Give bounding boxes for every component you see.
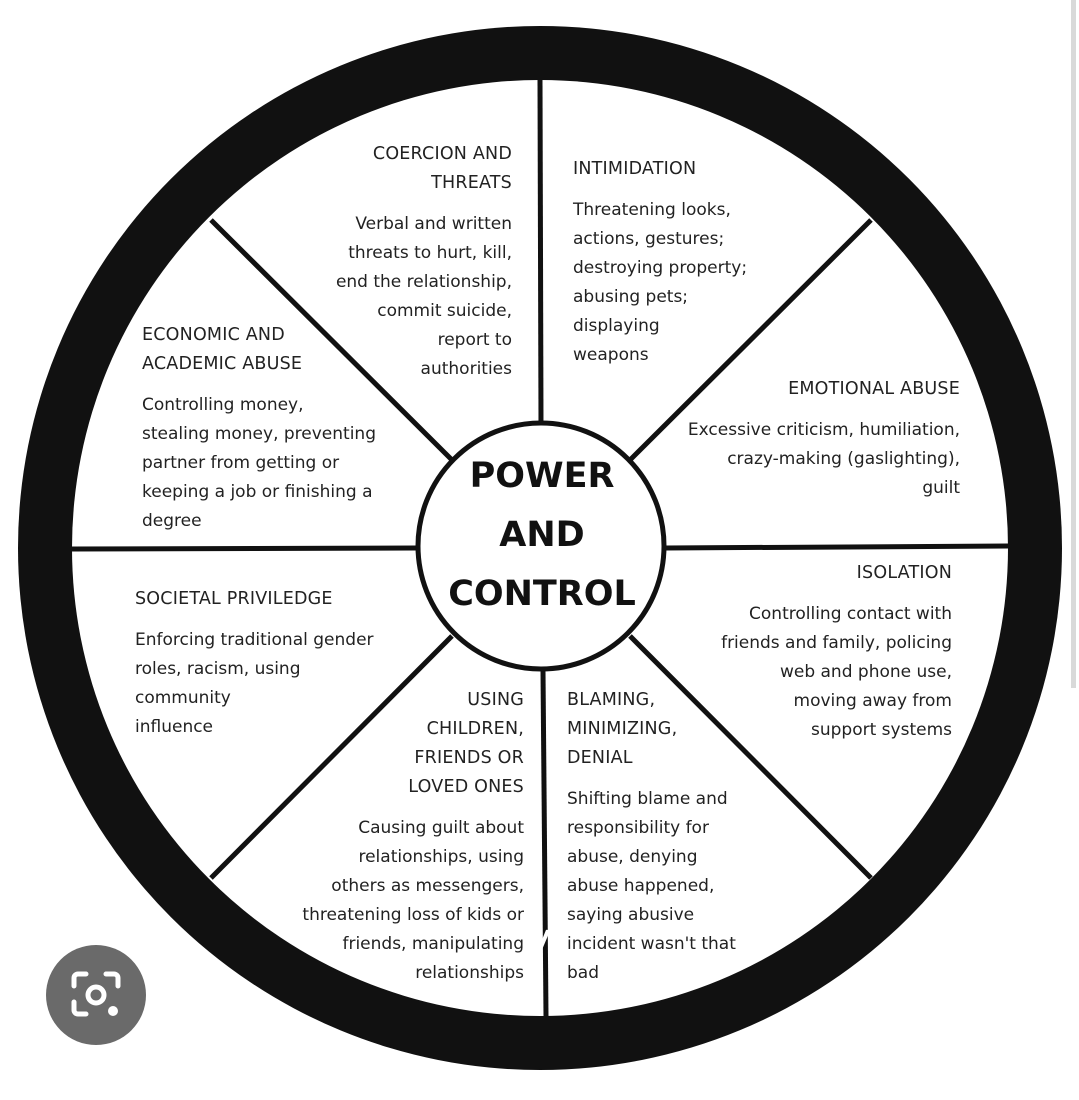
section-body-line: friends, manipulating [342, 934, 524, 954]
section-body-line: stealing money, preventing [142, 424, 376, 444]
hub-circle [415, 420, 667, 672]
section-body-line: abuse happened, [567, 876, 715, 896]
hub-title-line: POWER [469, 456, 615, 496]
spoke-left [71, 545, 417, 552]
section-intimidation: INTIMIDATION Threatening looks, actions,… [573, 155, 813, 370]
section-societal: SOCIETAL PRIVILEDGE Enforcing traditiona… [135, 585, 415, 742]
section-children: USING CHILDREN, FRIENDS OR LOVED ONES Ca… [270, 686, 524, 988]
section-heading: COERCION AND [372, 144, 512, 164]
section-body-line: authorities [420, 359, 512, 379]
section-heading: DENIAL [567, 748, 633, 768]
section-emotional: EMOTIONAL ABUSE Excessive criticism, hum… [660, 375, 960, 503]
section-body-line: Controlling contact with [749, 604, 952, 624]
section-body-line: Verbal and written [355, 214, 512, 234]
section-body-line: report to [437, 330, 512, 350]
section-body-line: abusing pets; [573, 287, 689, 307]
section-body-line: relationships [415, 963, 524, 983]
section-heading: THREATS [431, 173, 512, 193]
section-body-line: threatening loss of kids or [302, 905, 524, 925]
spokes [71, 79, 1009, 1017]
section-body-line: partner from getting or [142, 453, 340, 473]
section-body-line: Controlling money, [142, 395, 304, 415]
section-isolation: ISOLATION Controlling contact with frien… [680, 559, 952, 745]
section-body-line: Causing guilt about [358, 818, 524, 838]
section-body-line: responsibility for [567, 818, 709, 838]
spoke-top [537, 79, 544, 426]
spoke-bottom [540, 670, 549, 1017]
section-body-line: community [135, 688, 231, 708]
section-heading: ECONOMIC AND [142, 325, 285, 345]
section-heading: LOVED ONES [408, 777, 524, 797]
section-body-line: degree [142, 511, 202, 531]
spoke-right [665, 543, 1009, 551]
section-body-line: incident wasn't that [567, 934, 736, 954]
section-body-line: influence [135, 717, 214, 737]
section-heading: SOCIETAL PRIVILEDGE [135, 589, 333, 609]
section-body-line: keeping a job or finishing a [142, 482, 373, 502]
section-body-line: moving away from [793, 691, 952, 711]
section-body-line: Threatening looks, [573, 200, 731, 220]
section-heading: MINIMIZING, [567, 719, 678, 739]
section-body-line: others as messengers, [331, 876, 524, 896]
lens-search-button[interactable] [46, 945, 146, 1045]
section-body-line: abuse, denying [567, 847, 698, 867]
spoke-bottom-right [628, 634, 873, 880]
section-body-line: Shifting blame and [567, 789, 728, 809]
spoke-top-right [628, 218, 873, 462]
hub-title-line: CONTROL [448, 574, 636, 614]
section-body-line: support systems [811, 720, 952, 740]
section-heading: EMOTIONAL ABUSE [788, 379, 960, 399]
spoke-top-left [209, 218, 454, 462]
section-body-line: commit suicide, [377, 301, 512, 321]
scrollbar-track[interactable] [1071, 0, 1076, 688]
section-heading: ACADEMIC ABUSE [142, 354, 303, 374]
section-body-line: weapons [573, 345, 649, 365]
section-body-line: relationships, using [358, 847, 524, 867]
hub-title: POWER AND CONTROL [420, 447, 664, 624]
section-coercion: COERCION AND THREATS Verbal and written … [290, 140, 512, 384]
section-body-line: destroying property; [573, 258, 748, 278]
section-body-line: end the relationship, [335, 272, 512, 292]
hub-title-line: AND [499, 515, 585, 555]
section-body-line: friends and family, policing [721, 633, 952, 653]
section-body-line: displaying [573, 316, 660, 336]
section-heading: ISOLATION [856, 563, 952, 583]
spoke-bottom-left [209, 634, 454, 880]
section-body-line: crazy-making (gaslighting), [727, 449, 960, 469]
section-heading: FRIENDS OR [414, 748, 524, 768]
section-body-line: saying abusive [567, 905, 695, 925]
section-body-line: roles, racism, using [135, 659, 301, 679]
section-heading: USING [467, 690, 524, 710]
section-body-line: actions, gestures; [573, 229, 725, 249]
section-heading: CHILDREN, [426, 719, 524, 739]
lens-search-icon [71, 971, 121, 1017]
section-body-line: guilt [922, 478, 960, 498]
section-economic: ECONOMIC AND ACADEMIC ABUSE Controlling … [142, 321, 412, 536]
section-heading: INTIMIDATION [573, 159, 697, 179]
section-body-line: bad [567, 963, 599, 983]
section-body-line: Enforcing traditional gender [135, 630, 374, 650]
section-blaming: BLAMING, MINIMIZING, DENIAL Shifting bla… [567, 686, 787, 988]
section-body-line: threats to hurt, kill, [348, 243, 512, 263]
section-body-line: web and phone use, [779, 662, 952, 682]
section-heading: BLAMING, [567, 690, 656, 710]
section-body-line: Excessive criticism, humiliation, [687, 420, 960, 440]
